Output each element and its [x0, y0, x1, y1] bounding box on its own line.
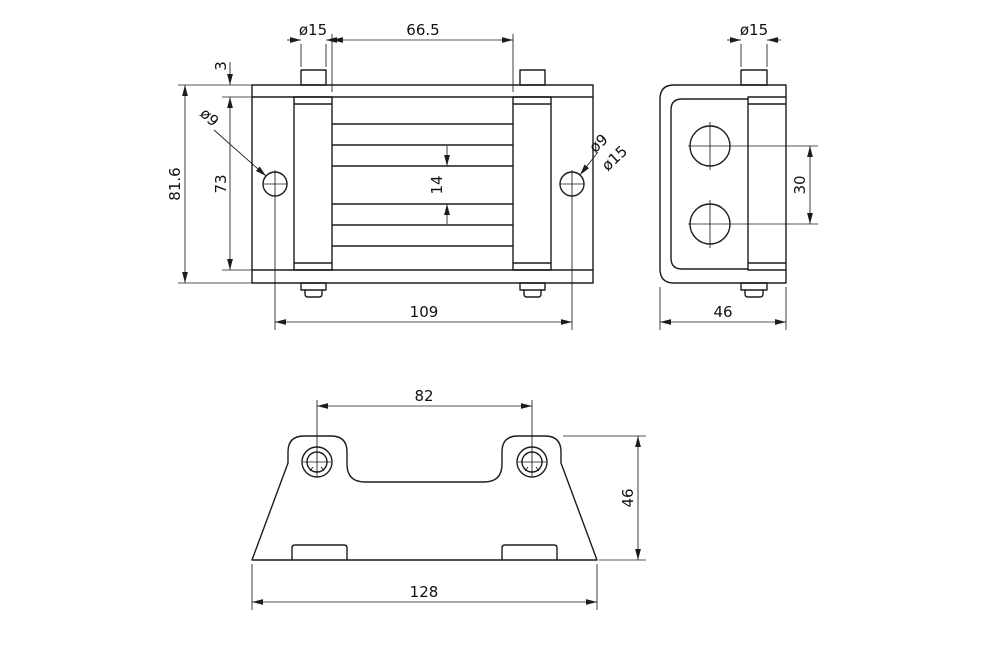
right-foot-tab — [523, 289, 542, 298]
left-vertical-roller — [293, 96, 333, 271]
right-top-boss — [519, 69, 546, 86]
hole-notch-marks — [309, 466, 540, 472]
right-bottom-foot — [519, 282, 546, 291]
roller-cap-lines — [293, 103, 552, 264]
bracket-bottom-slots — [291, 544, 558, 561]
dim-window-width: 66.5 — [406, 21, 439, 39]
dim-overall-width: 128 — [410, 583, 439, 601]
dim-plate-thickness: 3 — [212, 61, 230, 71]
leader-right-hole — [579, 151, 599, 176]
side-extension-lines — [659, 44, 818, 330]
right-vertical-roller — [512, 96, 552, 271]
bottom-view: 82 46 128 — [251, 387, 646, 610]
dim-roller-center-spacing: 30 — [791, 175, 809, 194]
leader-left-hole — [213, 129, 267, 177]
side-foot-tab — [744, 289, 764, 298]
horizontal-rollers — [331, 123, 514, 247]
dim-roller-gap: 14 — [428, 175, 446, 194]
dim-bracket-hole-spacing: 82 — [414, 387, 433, 405]
dim-overall-height: 81.6 — [166, 167, 184, 200]
dim-depth: 46 — [713, 303, 732, 321]
dim-hole-spacing: 109 — [410, 303, 439, 321]
bottom-extension-lines — [251, 400, 646, 610]
dim-bracket-height: 46 — [619, 488, 637, 507]
left-top-boss — [300, 69, 327, 86]
side-top-boss — [740, 69, 768, 86]
dim-inner-height: 73 — [212, 174, 230, 193]
side-bottom-foot — [740, 282, 768, 291]
left-foot-tab — [304, 289, 323, 298]
left-bottom-foot — [300, 282, 327, 291]
dim-side-boss-diameter: ø15 — [740, 21, 768, 39]
front-extension-lines — [178, 34, 584, 330]
dim-front-boss-diameter: ø15 — [299, 21, 327, 39]
bracket-web-outline — [659, 84, 749, 284]
bracket-outline — [251, 435, 598, 561]
side-roller — [747, 96, 787, 271]
side-view: ø15 30 46 — [659, 21, 818, 330]
frame-outline — [251, 84, 594, 284]
bracket-web-inner — [670, 98, 749, 270]
